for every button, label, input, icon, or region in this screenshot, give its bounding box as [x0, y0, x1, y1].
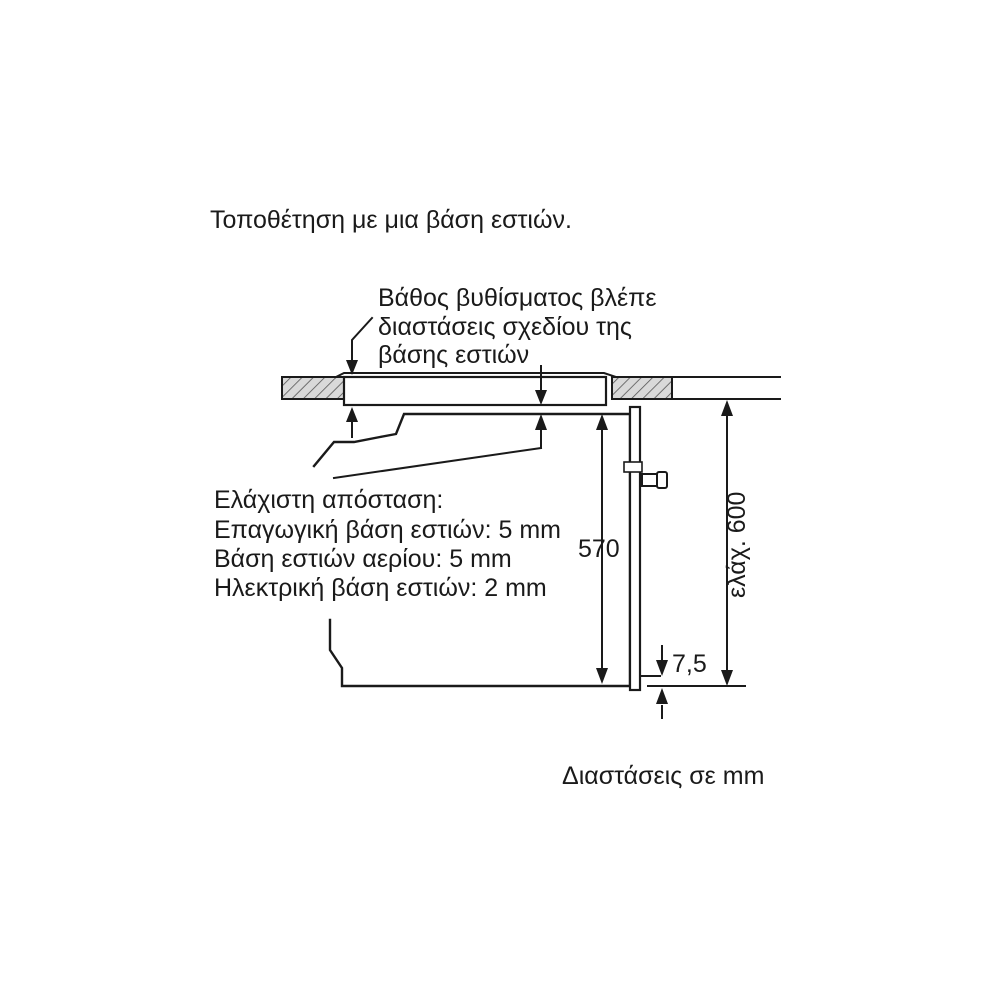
worktop-edge-lines [671, 376, 781, 400]
min-distance-electric: Ηλεκτρική βάση εστιών: 2 mm [214, 574, 547, 602]
niche-dimension-label: ελάχ. 600 [723, 492, 751, 598]
oven-body [312, 412, 632, 688]
min-distance-heading: Ελάχιστη απόσταση: [214, 486, 443, 514]
worktop-right [611, 376, 673, 400]
min-distance-gas: Βάση εστιών αερίου: 5 mm [214, 545, 512, 573]
hob-clearance-arrow-left [346, 407, 358, 438]
oven-knob [641, 471, 668, 489]
offset-dimension-label: 7,5 [672, 650, 707, 678]
units-note: Διαστάσεις σε mm [562, 762, 764, 790]
worktop-left [281, 376, 345, 400]
oven-front-panel [623, 405, 643, 692]
offset-dimension [656, 645, 668, 719]
floor-reference-lines [641, 675, 746, 687]
depth-note-line-1: Βάθος βυθίσματος βλέπε [378, 284, 657, 312]
depth-note-pointer [346, 316, 374, 375]
niche-dimension [721, 400, 733, 686]
depth-note-line-3: βάσης εστιών [378, 341, 529, 369]
min-distance-induction: Επαγωγική βάση εστιών: 5 mm [214, 516, 561, 544]
depth-note-line-2: διαστάσεις σχεδίου της [378, 313, 632, 341]
hob [334, 372, 618, 407]
height-dimension [589, 413, 615, 684]
diagram-title: Τοποθέτηση με μια βάση εστιών. [210, 206, 572, 234]
hob-depth-arrow-center [535, 365, 547, 449]
height-dimension-label: 570 [578, 535, 620, 563]
